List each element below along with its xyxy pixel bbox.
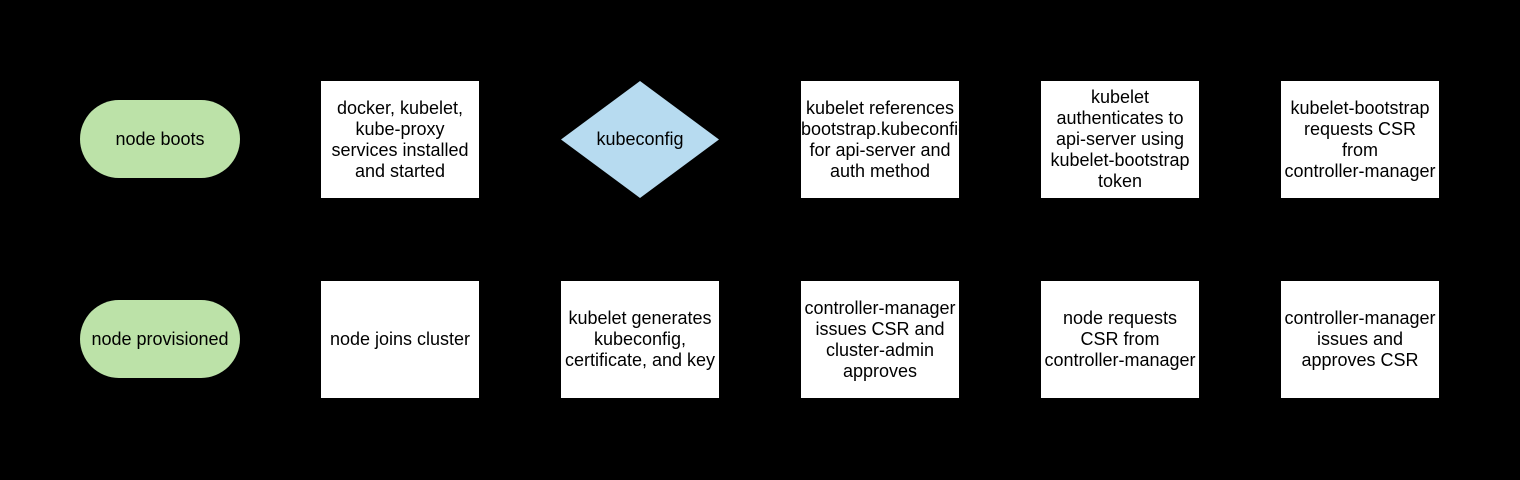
decision-kubeconfig: kubeconfig: [561, 81, 719, 198]
node-label: kubelet references bootstrap.kubeconfig …: [801, 97, 969, 181]
node-label: node provisioned: [91, 328, 229, 349]
process-services-installed: docker, kubelet, kube-proxy services ins…: [321, 81, 479, 198]
node-label: node requests CSR from controller-manage…: [1044, 308, 1196, 370]
terminator-node-provisioned: node provisioned: [80, 300, 240, 378]
node-label: controller-manager issues CSR and cluste…: [804, 297, 956, 381]
process-controller-manager-issues-and-approves-csr: controller-manager issues and approves C…: [1281, 281, 1439, 398]
node-label: kubelet-bootstrap requests CSR from cont…: [1284, 97, 1436, 181]
node-label: kubeconfig: [596, 129, 684, 149]
terminator-node-boots: node boots: [80, 100, 240, 178]
node-label: node joins cluster: [329, 329, 471, 349]
process-kubelet-bootstrap-requests-csr: kubelet-bootstrap requests CSR from cont…: [1281, 81, 1439, 198]
process-node-joins-cluster: node joins cluster: [321, 281, 479, 398]
node-label: node boots: [115, 128, 205, 149]
process-controller-manager-issues-csr-cluster-admin-approves: controller-manager issues CSR and cluste…: [801, 281, 959, 398]
process-kubelet-generates: kubelet generates kubeconfig, certificat…: [561, 281, 719, 398]
node-label: controller-manager issues and approves C…: [1284, 308, 1436, 370]
node-label: kubelet generates kubeconfig, certificat…: [564, 308, 716, 370]
node-label: kubelet authenticates to api-server usin…: [1050, 87, 1190, 191]
process-kubelet-authenticates: kubelet authenticates to api-server usin…: [1041, 81, 1199, 198]
process-node-requests-csr: node requests CSR from controller-manage…: [1041, 281, 1199, 398]
node-label: docker, kubelet, kube-proxy services ins…: [331, 97, 469, 181]
process-kubelet-references-bootstrap-kubeconfig: kubelet references bootstrap.kubeconfig …: [801, 81, 969, 198]
